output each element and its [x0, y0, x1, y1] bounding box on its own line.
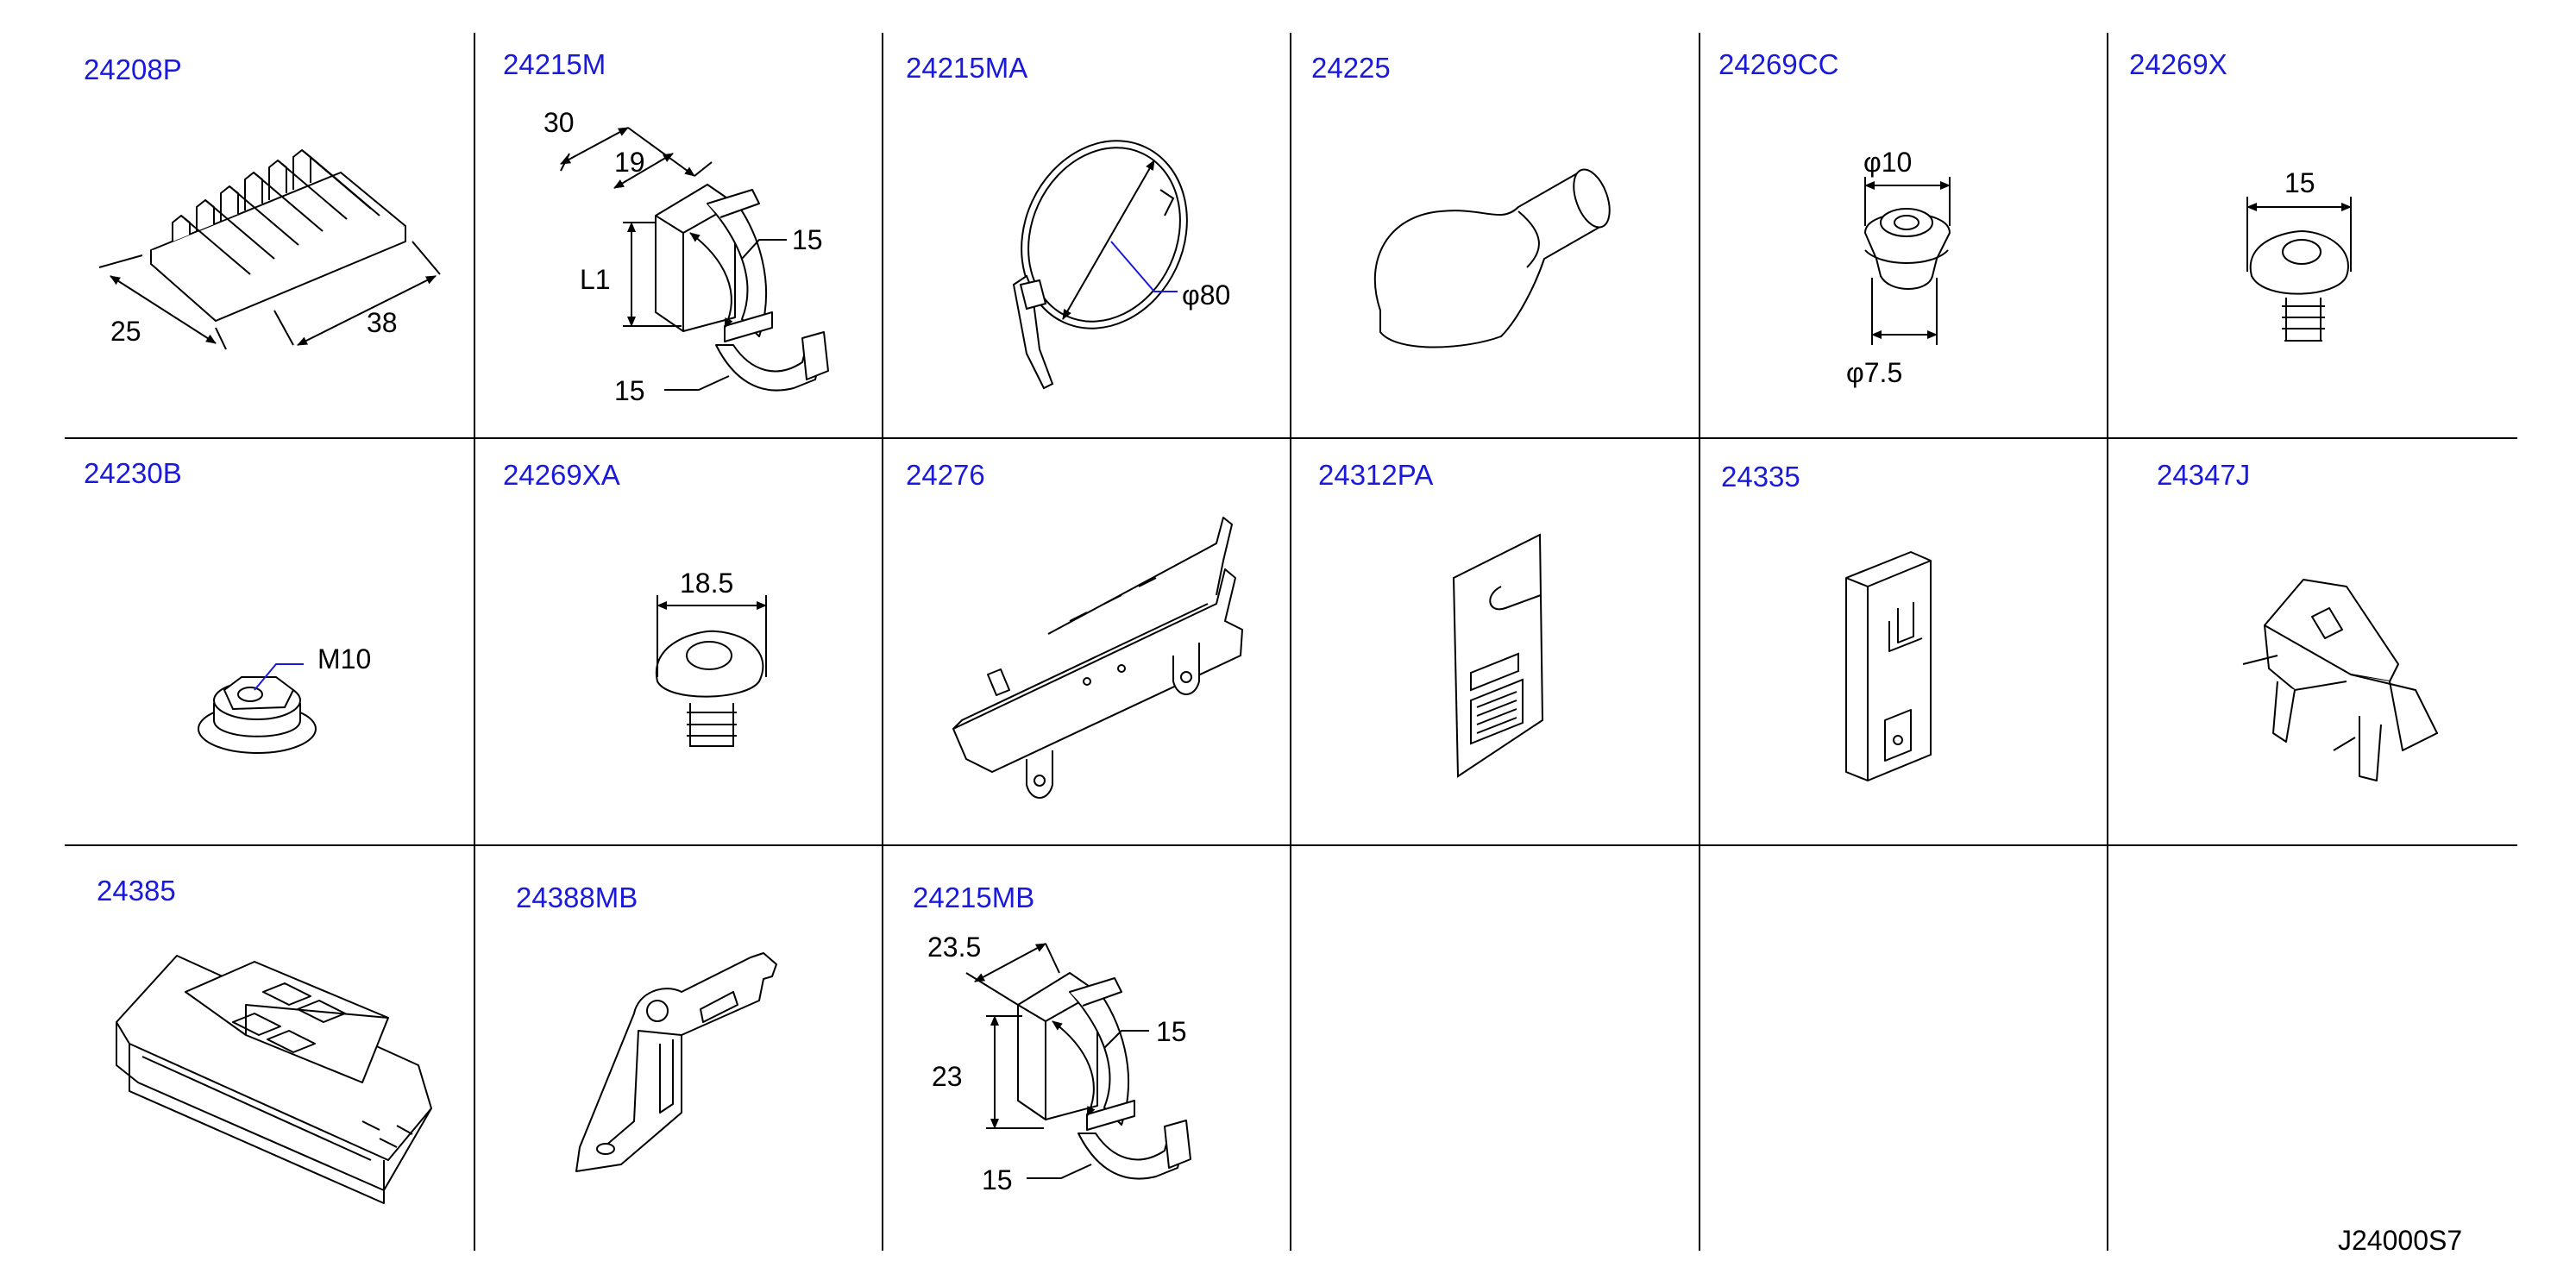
dim-label-24215M-L1: L1 — [580, 264, 611, 295]
part-number-24269CC[interactable]: 24269CC — [1718, 48, 1839, 80]
dim-lines-24208P — [98, 241, 441, 350]
part-number-24276[interactable]: 24276 — [906, 459, 985, 491]
dim-label-24269XA-18-5: 18.5 — [680, 568, 734, 599]
dim-label-24215M-19: 19 — [614, 147, 645, 178]
dim-lines-24269X — [2246, 197, 2352, 272]
part-number-24269X[interactable]: 24269X — [2129, 48, 2227, 80]
clip-24269XA-drawing — [655, 630, 764, 747]
part-number-24347J[interactable]: 24347J — [2157, 459, 2251, 491]
clip-24208P-drawing — [150, 149, 406, 322]
hanger-24312PA-drawing — [1452, 533, 1544, 778]
clip-24347J-drawing — [2242, 579, 2438, 781]
dim-label-24269CC-phi7-5: φ7.5 — [1846, 357, 1903, 388]
dim-lines-24215M — [560, 127, 787, 391]
part-number-24215MA[interactable]: 24215MA — [906, 52, 1028, 84]
dim-label-24215M-15-bottom: 15 — [614, 375, 645, 406]
dim-lines-24269CC — [1864, 177, 1951, 345]
grommet-24269CC-drawing — [1863, 208, 1951, 290]
part-number-24215MB[interactable]: 24215MB — [913, 882, 1035, 913]
dim-lines-24215MB — [965, 943, 1149, 1179]
clip-24269X-drawing — [2249, 229, 2349, 342]
part-number-24312PA[interactable]: 24312PA — [1318, 459, 1434, 491]
dim-label-24208P-width: 25 — [110, 316, 141, 347]
dim-label-24215M-30: 30 — [543, 107, 575, 138]
dim-label-24269X-15: 15 — [2284, 167, 2315, 198]
dim-label-24215MB-23-5: 23.5 — [927, 932, 982, 963]
part-number-24385[interactable]: 24385 — [97, 875, 176, 907]
part-number-24230B[interactable]: 24230B — [84, 457, 182, 489]
holder-24335-drawing — [1845, 551, 1932, 781]
boot-24225-drawing — [1373, 168, 1611, 348]
part-number-24335[interactable]: 24335 — [1721, 461, 1800, 493]
dim-label-24215MB-23: 23 — [932, 1061, 963, 1092]
dim-label-24215MA-diameter: φ80 — [1182, 279, 1231, 311]
drawing-reference-code: J24000S7 — [2338, 1225, 2463, 1256]
fusebox-24385-drawing — [116, 955, 432, 1204]
dim-label-24215M-15-top: 15 — [792, 224, 823, 255]
dim-label-24208P-length: 38 — [367, 307, 398, 338]
part-number-24215M[interactable]: 24215M — [503, 48, 606, 80]
dim-label-24269CC-phi10: φ10 — [1863, 147, 1913, 178]
dim-label-24230B-M10: M10 — [317, 643, 372, 675]
part-number-24225[interactable]: 24225 — [1311, 52, 1391, 84]
bracket-24276-drawing — [952, 517, 1243, 799]
bracket-24388MB-drawing — [575, 952, 777, 1172]
dim-label-24215MB-15-bottom: 15 — [982, 1164, 1013, 1195]
nut-24230B-drawing — [198, 663, 317, 754]
part-number-24269XA[interactable]: 24269XA — [503, 459, 620, 491]
part-number-24388MB[interactable]: 24388MB — [516, 882, 638, 913]
dim-label-24215MB-15-top: 15 — [1156, 1016, 1187, 1047]
part-number-24208P[interactable]: 24208P — [84, 53, 182, 85]
clip-24215MB-drawing — [1017, 972, 1191, 1180]
clip-24215M-drawing — [655, 184, 829, 392]
dim-lines-24269XA — [657, 595, 767, 677]
tie-24215MA-drawing — [1012, 140, 1188, 390]
